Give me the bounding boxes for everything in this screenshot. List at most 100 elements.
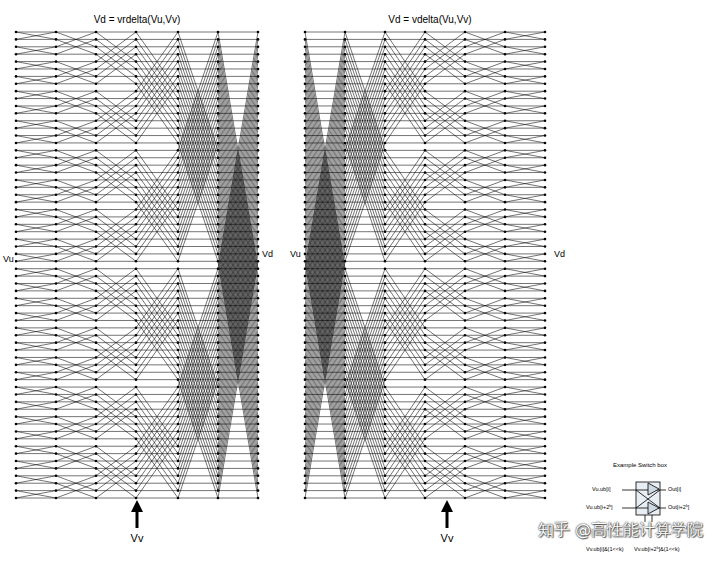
wire [136, 402, 178, 461]
wire [96, 431, 136, 432]
node-dot [55, 31, 58, 34]
wire [96, 328, 136, 358]
wire [465, 61, 505, 62]
wire [136, 261, 178, 262]
node-dot [55, 223, 58, 226]
wire [505, 253, 545, 254]
wire [178, 283, 218, 284]
wire [136, 195, 178, 254]
wire [505, 424, 545, 425]
node-dot [304, 75, 307, 78]
wire [56, 498, 96, 499]
wire [16, 468, 56, 469]
wire [16, 313, 56, 320]
wire [465, 32, 505, 33]
wire [385, 120, 425, 121]
node-dot [257, 127, 260, 130]
wire [178, 475, 218, 476]
wire [385, 268, 425, 269]
node-dot [135, 238, 138, 241]
wire [345, 291, 385, 409]
node-dot [55, 282, 58, 285]
wire [218, 232, 258, 469]
wire [16, 283, 56, 290]
node-dot [15, 112, 18, 115]
wire [56, 306, 96, 321]
wire [505, 313, 545, 314]
wire [505, 438, 545, 439]
node-dot [55, 75, 58, 78]
node-dot [95, 216, 98, 219]
wire [425, 350, 465, 380]
wire [385, 276, 425, 277]
wire [345, 283, 385, 401]
node-dot [15, 304, 18, 307]
wire [16, 76, 56, 77]
wire [505, 83, 545, 84]
node-dot [95, 312, 98, 315]
wire [56, 306, 96, 321]
wire [465, 483, 505, 498]
wire [56, 202, 96, 203]
wire [425, 335, 465, 365]
wire [178, 343, 218, 461]
wire [505, 357, 545, 364]
node-dot [55, 327, 58, 330]
wire [96, 32, 136, 33]
wire [218, 468, 258, 469]
wire [16, 157, 56, 158]
node-dot [257, 415, 260, 418]
wire [505, 372, 545, 379]
wire [305, 490, 345, 491]
wire [305, 239, 345, 476]
wire [465, 357, 505, 372]
node-dot [177, 445, 180, 448]
wire [425, 209, 465, 210]
wire [385, 379, 425, 380]
wire [385, 180, 425, 239]
wire [178, 54, 218, 55]
wire [56, 335, 96, 350]
node-dot [177, 430, 180, 433]
wire [465, 91, 505, 106]
node-dot [177, 452, 180, 455]
wire [16, 106, 56, 113]
wire [178, 313, 218, 431]
wire [96, 157, 136, 158]
node-dot [177, 179, 180, 182]
wire [16, 210, 56, 217]
wire [96, 313, 136, 314]
wire [96, 99, 136, 129]
node-dot [177, 245, 180, 248]
node-dot [257, 223, 260, 226]
node-dot [135, 45, 138, 48]
node-dot [217, 68, 220, 71]
wire [305, 187, 345, 424]
node-dot [177, 341, 180, 344]
node-dot [304, 38, 307, 41]
wire [96, 335, 136, 336]
wire [505, 106, 545, 113]
wire [385, 498, 425, 499]
wire [505, 357, 545, 364]
node-dot [15, 393, 18, 396]
wire [345, 498, 385, 499]
wire [465, 438, 505, 439]
node-dot [257, 460, 260, 463]
wire [56, 180, 96, 195]
wire [96, 269, 136, 299]
wire [505, 417, 545, 424]
wire [96, 253, 136, 254]
node-dot [135, 423, 138, 426]
node-dot [15, 341, 18, 344]
node-dot [135, 216, 138, 219]
node-dot [135, 482, 138, 485]
wire [16, 424, 56, 425]
wire [136, 187, 178, 246]
wire [505, 76, 545, 83]
node-dot [95, 356, 98, 359]
wire [425, 387, 465, 417]
node-dot [217, 193, 220, 196]
wire [136, 158, 178, 217]
